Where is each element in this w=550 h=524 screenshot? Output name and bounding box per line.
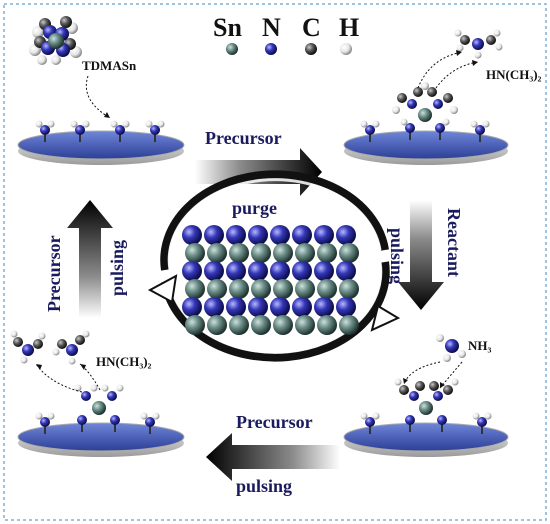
- lattice-sn-atom: [185, 279, 205, 299]
- legend-c-label: C: [302, 13, 321, 42]
- lattice-n-atom: [336, 225, 356, 245]
- arrow-top-label-1: Precursor: [205, 128, 282, 148]
- lattice-n-atom: [182, 225, 202, 245]
- substrate-top-right: [343, 130, 509, 165]
- loop-arrowhead-left: [147, 274, 178, 304]
- lattice-n-atom: [336, 261, 356, 281]
- lattice-n-atom: [314, 297, 334, 317]
- lattice-sn-atom: [251, 243, 271, 263]
- byproduct-arrow-top-1: [417, 51, 463, 89]
- lattice-sn-atom: [251, 315, 271, 335]
- lattice-sn-atom: [185, 243, 205, 263]
- substrate-bottom-right: [343, 422, 509, 457]
- surface-bottom-left: [35, 384, 160, 434]
- lattice-sn-atom: [273, 315, 293, 335]
- lattice-n-atom: [248, 225, 268, 245]
- sn-n-lattice: [182, 225, 359, 335]
- byproduct-label-bottom: HN(CH₃)₂: [96, 354, 152, 369]
- lattice-sn-atom: [207, 279, 227, 299]
- nh2-sites-top-left: [35, 120, 165, 142]
- legend-c-atom: [305, 43, 317, 55]
- lattice-sn-atom: [295, 279, 315, 299]
- nh3-molecule: [436, 334, 466, 362]
- lattice-sn-atom: [185, 315, 205, 335]
- byproduct-arrow-bottom-1: [35, 363, 83, 393]
- nh3-arrow-2: [439, 361, 463, 389]
- lattice-n-atom: [226, 261, 246, 281]
- lattice-n-atom: [182, 297, 202, 317]
- lattice-sn-atom: [339, 243, 359, 263]
- lattice-n-atom: [226, 297, 246, 317]
- legend-h-label: H: [339, 13, 359, 42]
- substrate-bottom-left: [17, 422, 185, 457]
- tdmasn-molecule: [29, 16, 82, 65]
- lattice-sn-atom: [273, 279, 293, 299]
- lattice-n-atom: [292, 297, 312, 317]
- lattice-sn-atom: [229, 279, 249, 299]
- tdmasn-label: TDMASn: [82, 58, 137, 73]
- lattice-sn-atom: [207, 315, 227, 335]
- lattice-sn-atom: [295, 315, 315, 335]
- legend-sn-atom: [226, 43, 238, 55]
- arrow-right-label-2: pulsing: [387, 228, 407, 284]
- legend-sn-label: Sn: [213, 13, 242, 42]
- byproduct-molecules-bottom: [10, 330, 90, 365]
- cycle-loop: [147, 170, 401, 362]
- arrow-left-label-2: pulsing: [107, 240, 127, 296]
- lattice-sn-atom: [229, 315, 249, 335]
- element-legend: Sn N C H: [213, 13, 359, 55]
- nh3-arrow-1: [403, 361, 441, 385]
- arrow-reactant-pulsing: [398, 200, 444, 310]
- substrate-top-left: [17, 130, 185, 165]
- outer-frame: [3, 3, 547, 521]
- arrow-precursor-pulsing-bottom: [206, 433, 340, 481]
- byproduct-molecule-top: [454, 29, 503, 59]
- arrow-left-label-1: Precursor: [44, 235, 64, 312]
- lattice-sn-atom: [295, 243, 315, 263]
- lattice-n-atom: [292, 225, 312, 245]
- lattice-sn-atom: [317, 279, 337, 299]
- lattice-sn-atom: [339, 279, 359, 299]
- surface-bottom-right: [360, 378, 492, 434]
- tdmasn-arrow: [85, 75, 111, 119]
- lattice-n-atom: [204, 225, 224, 245]
- lattice-sn-atom: [273, 243, 293, 263]
- lattice-n-atom: [336, 297, 356, 317]
- lattice-n-atom: [270, 261, 290, 281]
- arrow-top-label-2: purge: [232, 198, 277, 218]
- lattice-n-atom: [204, 297, 224, 317]
- arrow-right-label-1: Reactant: [444, 208, 464, 277]
- arrow-bottom-label-1: Precursor: [236, 412, 313, 432]
- lattice-sn-atom: [317, 243, 337, 263]
- lattice-sn-atom: [339, 315, 359, 335]
- lattice-n-atom: [314, 261, 334, 281]
- lattice-n-atom: [314, 225, 334, 245]
- lattice-n-atom: [270, 225, 290, 245]
- legend-h-atom: [340, 43, 352, 55]
- lattice-n-atom: [292, 261, 312, 281]
- lattice-sn-atom: [229, 243, 249, 263]
- lattice-sn-atom: [251, 279, 271, 299]
- lattice-sn-atom: [317, 315, 337, 335]
- lattice-n-atom: [226, 225, 246, 245]
- lattice-n-atom: [204, 261, 224, 281]
- lattice-n-atom: [182, 261, 202, 281]
- lattice-n-atom: [248, 297, 268, 317]
- arrow-bottom-label-2: pulsing: [236, 476, 292, 496]
- arrow-precursor-pulsing-left: [67, 200, 113, 318]
- nh3-label: NH₃: [468, 338, 492, 353]
- byproduct-label-top: HN(CH₃)₂: [486, 67, 542, 82]
- lattice-n-atom: [270, 297, 290, 317]
- loop-arrowhead-right: [370, 304, 401, 332]
- legend-n-label: N: [262, 13, 281, 42]
- lattice-sn-atom: [207, 243, 227, 263]
- lattice-n-atom: [248, 261, 268, 281]
- byproduct-arrow-top-2: [435, 61, 479, 89]
- adsorbed-precursor-top-right: [360, 82, 490, 142]
- legend-n-atom: [265, 43, 277, 55]
